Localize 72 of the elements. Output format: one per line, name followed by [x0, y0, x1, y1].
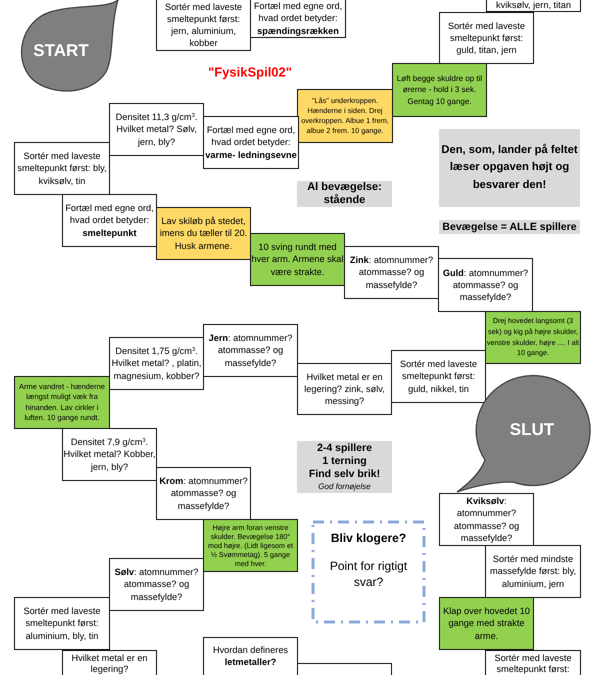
field-text: Krom: atomnummer? atommasse? og massefylde?	[158, 475, 249, 512]
field-text: Densitet 7,9 g/cm$^{3}$. Hvilket metal? Kobber, jern, bly?	[63, 436, 156, 473]
exercise-text: Klap over hovedet 10 gange med strakte arme.	[442, 605, 531, 642]
question-field	[62, 194, 157, 247]
field-text: Guld: atomnummer? atommasse? og massefylde?	[442, 266, 530, 304]
question-field	[438, 258, 533, 312]
finish-label: SLUT	[510, 420, 554, 440]
field-text: Densitet 1,75 g/cm$^{3}$. Hvilket metal? , platin, magnesium, kobber?	[110, 345, 202, 382]
info-panel	[297, 441, 392, 493]
info-text: Al bevægelse: stående	[306, 181, 383, 207]
note-box	[311, 520, 426, 624]
exercise-field	[297, 89, 393, 143]
field-text: Sortér med laveste smeltepunkt først: aluminium, bly, tin	[22, 605, 102, 642]
question-field	[109, 337, 204, 390]
field-text: Sortér med laveste smeltepunkt først: bly, kviksølv, tin	[16, 150, 108, 187]
question-field	[156, 0, 251, 51]
question-field	[62, 428, 157, 481]
field-text: Sortér med laveste smeltepunkt først: guld, nikkel, tin	[398, 358, 478, 395]
question-field	[391, 350, 486, 403]
question-field	[486, 0, 581, 12]
question-field	[14, 597, 110, 650]
question-field	[203, 324, 298, 377]
question-field	[439, 12, 534, 64]
start-label: START	[33, 40, 89, 62]
exercise-field	[250, 233, 345, 286]
question-field	[109, 103, 204, 156]
field-text: Densitet 11,3 g/cm$^{3}$. Hvilket metal? Sølv, jern, bly?	[114, 111, 198, 148]
exercise-text: Lav skiløb på stedet, imens du tæller til 20. Husk armene.	[158, 215, 248, 252]
field-text: Sortér med laveste smeltepunkt først: jern, aluminium, kobber	[164, 0, 244, 50]
note-heading: Bliv klogere?	[330, 530, 406, 546]
info-text: 2-4 spillere	[317, 442, 372, 455]
info-panel	[297, 181, 392, 207]
info-text: 1 terning	[322, 454, 367, 468]
field-text: Sølv: atomnummer? atommasse? og massefylde?	[114, 566, 200, 603]
question-field	[297, 363, 392, 415]
info-text: Bevægelse = ALLE spillere	[442, 220, 577, 234]
info-text: Find selv brik!	[308, 468, 380, 480]
board-field	[297, 663, 392, 675]
field-text: Hvilket metal er en legering? zink, sølv, messing?	[303, 370, 386, 408]
info-text: Den, som, lander på feltet læser opgaven højt og besvarer den!	[440, 142, 579, 193]
exercise-field	[14, 376, 110, 429]
field-text: Sortér med mindste massefylde først: bly, aluminium, jern	[488, 553, 578, 590]
exercise-text: Løft begge skuldre op til ørerne - hold i 3 sek. Gentag 10 gange.	[396, 72, 484, 108]
question-field	[344, 246, 439, 299]
field-text: Jern: atomnummer? atommasse? og massefylde?	[208, 332, 294, 369]
exercise-text: 10 sving rundt med hver arm. Armene skal være strakte.	[251, 241, 344, 278]
game-title: "FysikSpil02"	[208, 64, 292, 80]
exercise-field	[156, 207, 251, 260]
question-field	[203, 116, 299, 169]
question-field	[14, 142, 110, 195]
field-text: Fortæl med egne ord, hvad ordet betyder: smeltepunkt	[64, 202, 155, 239]
field-text: Zink: atomnummer? atommasse? og massefylde?	[348, 254, 434, 291]
field-text: Fortæl med egne ord, hvad ordet betyder: varme- ledningsevne	[204, 124, 298, 161]
field-text: Hvilket metal er en legering?	[70, 653, 149, 674]
question-field	[485, 650, 581, 675]
field-text: kviksølv, jern, titan	[496, 0, 571, 12]
exercise-field	[392, 63, 487, 117]
field-text: Kviksølv: atomnummer? atommasse? og massefylde?	[452, 495, 520, 544]
exercise-field	[439, 597, 534, 650]
note-text: Point for rigtigt svar?	[328, 558, 408, 591]
field-text: Sortér med laveste smeltepunkt først:	[493, 653, 573, 674]
field-text: Fortæl med egne ord, hvad ordet betyder: spændingsrækken	[252, 0, 344, 37]
question-field	[156, 467, 251, 520]
question-field	[485, 545, 581, 598]
field-text: Hvordan defineres letmetaller?	[212, 644, 290, 668]
field-text: Sortér med laveste smeltepunkt først: guld, titan, jern	[446, 20, 526, 56]
question-field	[62, 650, 157, 675]
greeting-text: God fornøjelse	[318, 482, 371, 492]
question-field	[109, 558, 204, 611]
question-field	[203, 637, 298, 675]
info-panel	[439, 129, 580, 207]
question-field	[439, 493, 534, 546]
